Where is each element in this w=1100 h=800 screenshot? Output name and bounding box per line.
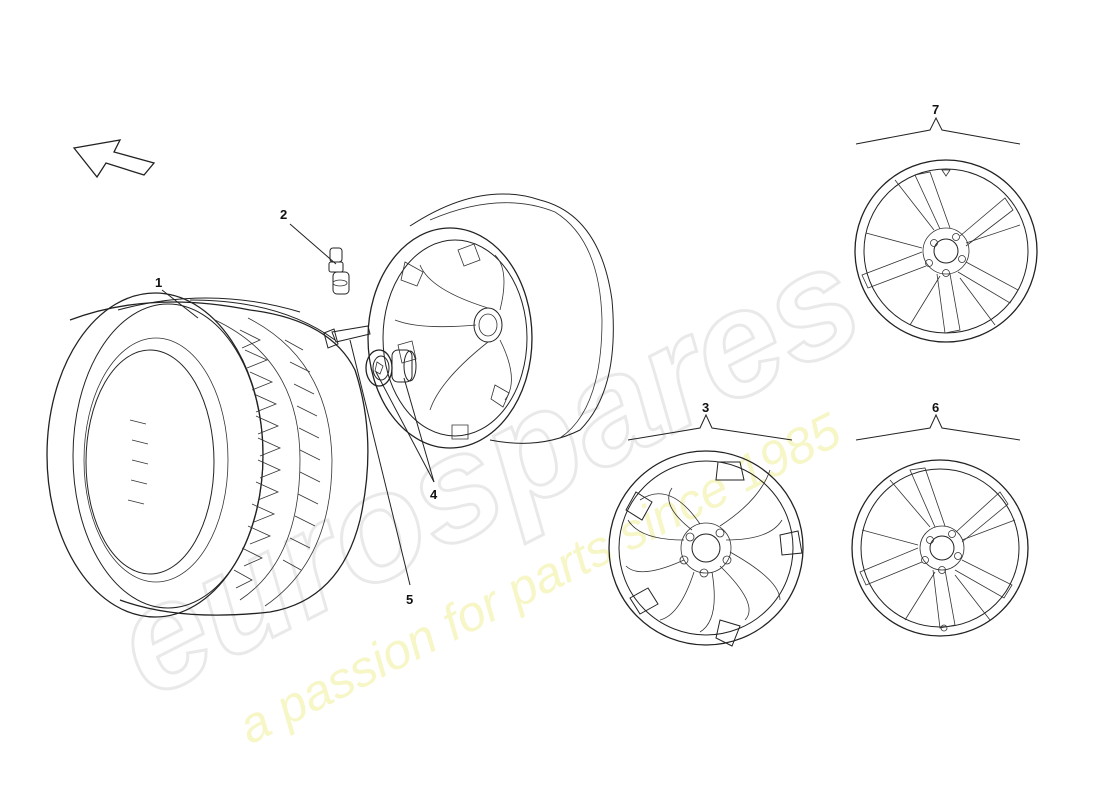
wheel-6-drawing — [851, 459, 1029, 637]
callout-4: 4 — [430, 487, 438, 502]
leader-lines — [161, 223, 435, 586]
callout-3: 3 — [702, 400, 709, 415]
direction-arrow-icon — [72, 139, 156, 179]
valve-drawing — [328, 247, 350, 295]
wheel-3-drawing — [608, 450, 804, 647]
bracket-7 — [855, 116, 1021, 145]
wheel-7-drawing — [854, 159, 1038, 343]
callout-7: 7 — [932, 102, 939, 117]
tyre-drawing — [46, 292, 369, 618]
bracket-3 — [627, 413, 793, 441]
bracket-6 — [855, 413, 1021, 441]
callout-6: 6 — [932, 400, 939, 415]
callout-2: 2 — [280, 207, 287, 222]
watermark: eurospares a passion for parts since 198… — [87, 210, 887, 755]
bolt-drawing — [323, 325, 371, 349]
exploded-wheel-drawing — [367, 193, 614, 449]
callout-5: 5 — [406, 592, 413, 607]
center-cap-drawing — [365, 349, 417, 387]
callout-1: 1 — [155, 275, 162, 290]
